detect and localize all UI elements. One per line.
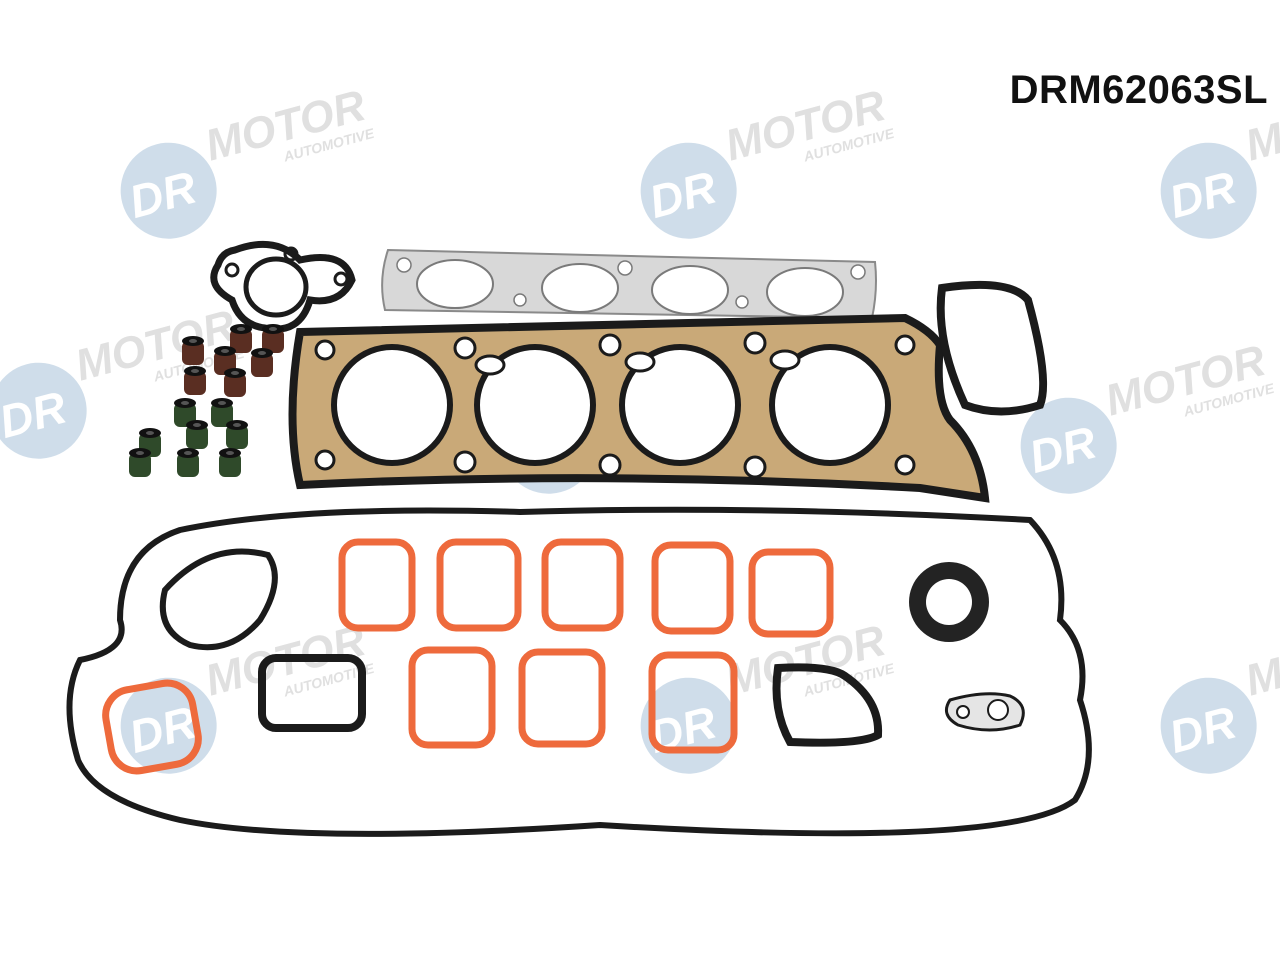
rubber-gasket-right bbox=[772, 663, 883, 747]
intake-manifold-seal bbox=[748, 548, 834, 638]
intake-manifold-seal bbox=[408, 646, 496, 749]
valve-stem-seal bbox=[177, 448, 199, 477]
valve-stem-seal bbox=[251, 348, 273, 377]
valve-stem-seals bbox=[129, 324, 284, 477]
turbo-oil-line-gasket bbox=[944, 692, 1025, 732]
intake-manifold-seal bbox=[436, 538, 522, 632]
valve-stem-seal bbox=[186, 420, 208, 449]
valve-stem-seal bbox=[219, 448, 241, 477]
cam-cover-side-seal bbox=[936, 280, 1048, 416]
valve-cover-gasket bbox=[66, 506, 1092, 837]
part-number-label: DRM62063SL bbox=[1009, 68, 1268, 112]
throttle-body-gasket bbox=[159, 548, 278, 651]
valve-stem-seal bbox=[230, 324, 252, 353]
intake-manifold-seal bbox=[338, 538, 416, 632]
cylinder-head-gasket bbox=[288, 313, 990, 503]
svg-text:MOTOR: MOTOR bbox=[1240, 616, 1280, 706]
valve-stem-seal bbox=[224, 368, 246, 397]
valve-stem-seal bbox=[211, 398, 233, 427]
crankshaft-oil-seal bbox=[909, 562, 989, 642]
intake-manifold-seal bbox=[648, 651, 738, 754]
rubber-gasket-left bbox=[258, 654, 366, 732]
intake-manifold-seals bbox=[102, 538, 834, 775]
valve-stem-seal bbox=[226, 420, 248, 449]
intake-manifold-seal bbox=[541, 538, 624, 632]
intake-manifold-seal bbox=[102, 679, 202, 775]
intake-manifold-seal bbox=[651, 541, 734, 635]
valve-stem-seal bbox=[129, 448, 151, 477]
exhaust-manifold-gasket bbox=[381, 248, 877, 320]
intake-manifold-seal bbox=[518, 648, 606, 748]
valve-stem-seal bbox=[182, 336, 204, 365]
valve-stem-seal bbox=[262, 324, 284, 353]
valve-stem-seal bbox=[184, 366, 206, 395]
thermostat-housing-gasket bbox=[210, 240, 356, 333]
